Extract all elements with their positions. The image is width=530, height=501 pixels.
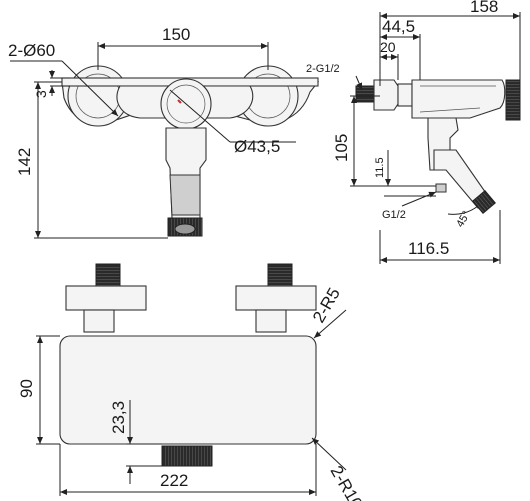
dim-23-label: 23,3 bbox=[109, 401, 128, 434]
front-view: 150 2-Ø60 3 142 Ø43,5 bbox=[8, 25, 320, 239]
dim-90-label: 90 bbox=[17, 379, 36, 398]
dim-total-label: 158 bbox=[470, 0, 498, 16]
side-body bbox=[411, 79, 506, 119]
top-left-flange bbox=[65, 285, 147, 311]
top-right-flange bbox=[235, 285, 317, 311]
top-right-thread bbox=[267, 263, 293, 287]
dim-thread-bottom-label: G1/2 bbox=[382, 209, 406, 221]
dim-44-label: 44,5 bbox=[382, 17, 415, 36]
dim-angle-label: 45° bbox=[454, 209, 473, 229]
side-handle bbox=[505, 79, 521, 121]
dim-thread-top-label: 2-G1/2 bbox=[306, 63, 340, 75]
dim-width-label: 150 bbox=[162, 25, 190, 44]
top-body bbox=[59, 335, 317, 445]
dim-handle-label: Ø43,5 bbox=[234, 137, 280, 156]
top-handle bbox=[161, 445, 213, 467]
top-view: 2-R5 90 23,3 2-R10 222 bbox=[17, 263, 367, 501]
dim-116-label: 116.5 bbox=[408, 239, 449, 258]
side-view: 158 44,5 20 2-G1/2 105 11.5 G1/2 45° 116 bbox=[306, 0, 521, 264]
dim-20-label: 20 bbox=[380, 39, 396, 55]
dim-holes-label: 2-Ø60 bbox=[8, 41, 55, 60]
dim-11-label: 11.5 bbox=[374, 157, 386, 178]
dim-offset-label: 3 bbox=[33, 90, 49, 98]
top-left-thread bbox=[95, 263, 121, 287]
dim-radius-bottom-label: 2-R10 bbox=[327, 463, 367, 501]
side-wall-thread bbox=[355, 85, 375, 103]
dim-222-label: 222 bbox=[160, 471, 188, 490]
dim-height-label: 142 bbox=[15, 148, 34, 176]
dim-105-label: 105 bbox=[332, 134, 351, 162]
